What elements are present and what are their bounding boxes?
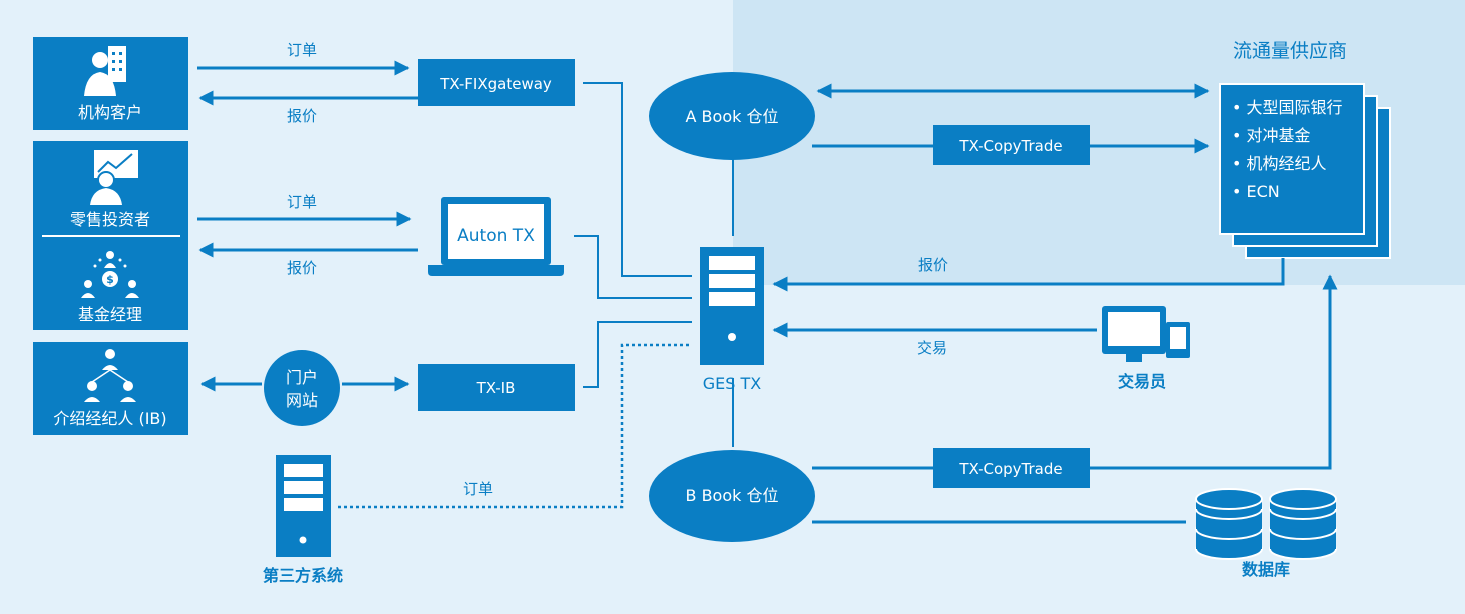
connector-txib-ges (583, 321, 692, 388)
database-icon (1195, 488, 1337, 560)
tx-ib-label: TX-IB (476, 379, 516, 397)
label-order-2: 订单 (287, 193, 317, 211)
monitor-icon (1102, 306, 1190, 362)
label-order-3: 订单 (463, 480, 493, 498)
copytrade-a-box (933, 125, 1090, 165)
liquidity-item-2: • 对冲基金 (1232, 126, 1311, 145)
tx-ib-box (418, 364, 575, 411)
ges-tx-label: GES TX (703, 374, 762, 393)
liquidity-item-1: • 大型国际银行 (1232, 98, 1343, 117)
ges-server-icon (700, 247, 764, 365)
liquidity-title: 流通量供应商 (1233, 40, 1347, 62)
label-quote-1: 报价 (287, 107, 317, 125)
fix-gateway-label: TX-FIXgateway (439, 75, 552, 93)
connector-fix-ges (583, 82, 692, 277)
label-trade: 交易 (917, 339, 947, 357)
liquidity-item-3: • 机构经纪人 (1232, 154, 1327, 173)
network-people-icon (84, 349, 136, 402)
retail-investor-label: 零售投资者 (70, 210, 150, 229)
portal-label-line2: 网站 (286, 391, 318, 410)
portal-circle (264, 350, 340, 426)
label-order-1: 订单 (287, 41, 317, 59)
business-person-icon (84, 46, 126, 96)
portal-label-line1: 门户 (286, 368, 318, 387)
database-label: 数据库 (1242, 560, 1290, 579)
b-book-label: B Book 仓位 (686, 486, 779, 505)
fund-manager-label: 基金经理 (78, 305, 142, 324)
fix-gateway-box (418, 59, 575, 106)
connector-auton-ges (574, 235, 692, 299)
dotted-order-line (338, 343, 692, 509)
fund-manager-icon: $ (81, 251, 139, 298)
a-book-ellipse (649, 72, 815, 160)
arrow-copytrade-b-liquidity (1090, 274, 1338, 470)
svg-text:$: $ (106, 273, 114, 286)
laptop-icon (428, 197, 564, 276)
chart-person-icon (90, 150, 138, 205)
auton-tx-label: Auton TX (457, 226, 535, 246)
arrow-quote-ges (772, 258, 1285, 292)
third-party-server-icon (276, 455, 331, 557)
institutional-client-label: 机构客户 (78, 103, 142, 122)
a-book-label: A Book 仓位 (686, 107, 779, 126)
third-party-label: 第三方系统 (263, 566, 343, 585)
liquidity-item-4: • ECN (1232, 182, 1280, 201)
label-quote-3: 报价 (918, 256, 948, 274)
copytrade-b-box (933, 448, 1090, 488)
copytrade-b-label: TX-CopyTrade (958, 460, 1062, 478)
trader-label: 交易员 (1118, 372, 1166, 391)
ib-client-label: 介绍经纪人 (IB) (53, 409, 166, 428)
b-book-ellipse (649, 450, 815, 542)
label-quote-2: 报价 (287, 259, 317, 277)
copytrade-a-label: TX-CopyTrade (958, 137, 1062, 155)
liquidity-card-front (1219, 83, 1365, 235)
